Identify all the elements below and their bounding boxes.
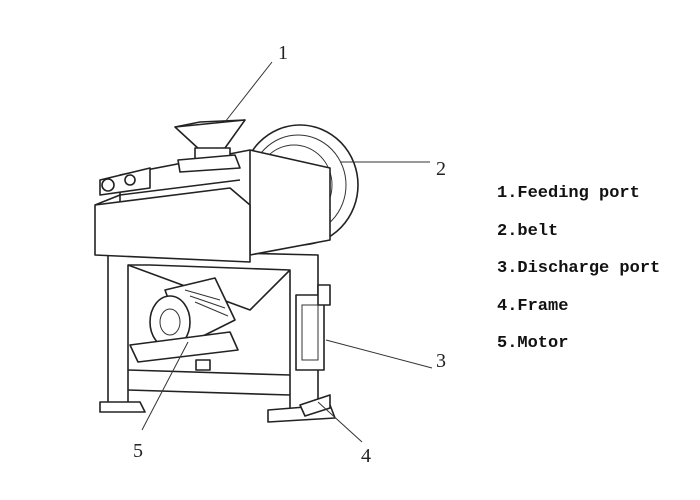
feeding-hopper xyxy=(174,119,246,173)
callout-5: 5 xyxy=(133,440,143,462)
callout-3: 3 xyxy=(436,350,446,372)
legend-item-feeding-port: 1.Feeding port xyxy=(497,184,640,203)
legend-item-motor: 5.Motor xyxy=(497,334,569,353)
leader-5 xyxy=(141,341,189,431)
legend-item-frame: 4.Frame xyxy=(497,296,569,316)
callout-4: 4 xyxy=(361,445,371,467)
crusher-body xyxy=(94,149,331,263)
leader-1 xyxy=(224,61,273,123)
legend-item-discharge-port: 3.Discharge port xyxy=(497,259,661,278)
leader-lines xyxy=(141,61,433,443)
callout-1: 1 xyxy=(278,42,288,64)
frame xyxy=(99,249,336,423)
legend-item-belt: 2.belt xyxy=(497,221,559,241)
legend: 1.Feeding port 2.belt 3.Discharge port 4… xyxy=(497,180,660,368)
callout-2: 2 xyxy=(436,158,446,180)
motor xyxy=(129,277,239,371)
leader-4 xyxy=(317,401,363,443)
discharge-port xyxy=(295,284,331,371)
leader-3 xyxy=(325,339,433,369)
